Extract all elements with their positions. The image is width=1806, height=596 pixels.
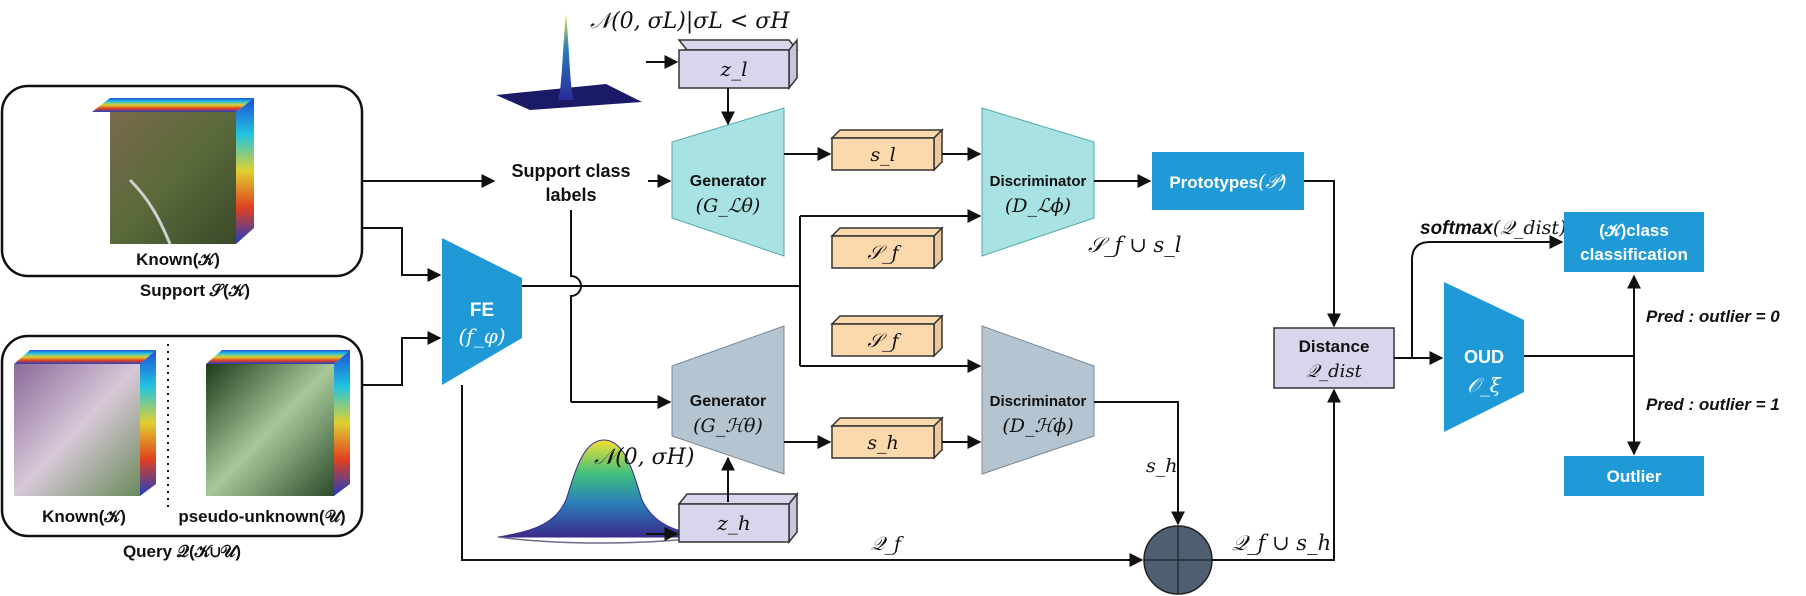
sf-union-sl-label: 𝒮_f ∪ s_l [1088, 233, 1181, 257]
query-caption: Query 𝒬(𝒦∪𝒰) [123, 542, 241, 561]
fe-sub: (f_φ) [458, 324, 505, 348]
support-known-label: Known(𝒦) [136, 250, 220, 269]
s-low-label: s_l [870, 144, 895, 166]
support-hsi-cube [92, 98, 254, 245]
class-classification-line1: (𝒦)class [1599, 221, 1669, 240]
fe-title: FE [470, 300, 494, 321]
oud-block [1444, 282, 1524, 432]
class-classification-box [1564, 212, 1704, 272]
z-high-box [677, 491, 799, 545]
softmax-text: softmax(𝒬_dist) [1420, 217, 1566, 239]
generator-low-sub: (G_ℒθ) [696, 195, 761, 217]
s-low-box [830, 128, 944, 172]
support-class-labels-line2: labels [545, 185, 596, 205]
prototypes-symbol: (𝒫) [1258, 171, 1287, 193]
noise-high-label: 𝒩(0, σH) [594, 445, 694, 470]
oud-sub: 𝒪_ξ [1467, 373, 1502, 397]
s-high-label: s_h [867, 432, 899, 454]
generator-high-sub: (G_ℋθ) [693, 415, 763, 437]
connectors [362, 55, 1641, 567]
z-high-label: z_h [716, 511, 750, 535]
prototypes-label: Prototypes [1169, 173, 1258, 192]
feature-extractor-block [442, 238, 522, 385]
softmax-label: softmax [1420, 218, 1494, 239]
query-pseudo-unknown-label: pseudo-unknown(𝒰) [178, 507, 345, 526]
s-high-box [830, 416, 944, 460]
combine-node [1143, 525, 1213, 595]
discriminator-low-block [981, 107, 1095, 257]
query-known-hsi-cube [14, 350, 156, 496]
s-f-box-1 [830, 226, 944, 270]
prototypes-box [1152, 152, 1304, 210]
low-variance-noise-plot [496, 14, 642, 110]
query-known-label: Known(𝒦) [42, 507, 126, 526]
s-high-edge-label: s_h [1146, 455, 1178, 477]
discriminator-high-sub: (D_ℋϕ) [1002, 415, 1073, 437]
generator-high-block [671, 325, 785, 475]
support-class-labels-line1: Support class [511, 161, 630, 181]
support-caption: Support 𝒮(𝒦) [140, 281, 250, 300]
generator-low-title: Generator [690, 173, 766, 190]
outlier-box [1564, 456, 1704, 496]
noise-low-label: 𝒩(0, σL)|σL < σH [590, 9, 790, 34]
pred-outlier-0-label: Pred : outlier = 0 [1646, 307, 1780, 326]
qf-union-sh-label: 𝒬_f ∪ s_h [1232, 531, 1331, 555]
s-f-box-2 [830, 314, 944, 358]
oud-title: OUD [1464, 347, 1504, 367]
q-f-label: 𝒬_f [871, 533, 904, 555]
prototypes-text: Prototypes(𝒫) [1169, 171, 1286, 193]
pred-outlier-1-label: Pred : outlier = 1 [1646, 395, 1780, 414]
s-f-label-1: 𝒮_f [867, 242, 901, 264]
query-pseudo-unknown-hsi-cube [206, 350, 350, 496]
discriminator-low-sub: (D_ℒϕ) [1005, 195, 1071, 217]
s-f-label-2: 𝒮_f [867, 330, 901, 352]
distance-title: Distance [1299, 337, 1370, 356]
discriminator-high-block [981, 325, 1095, 475]
z-low-box [677, 37, 799, 91]
softmax-arg: (𝒬_dist) [1493, 217, 1567, 239]
generator-low-block [671, 107, 785, 257]
discriminator-low-title: Discriminator [990, 173, 1087, 190]
discriminator-high-title: Discriminator [990, 393, 1087, 410]
generator-high-title: Generator [690, 393, 766, 410]
outlier-label: Outlier [1607, 467, 1662, 486]
z-low-label: z_l [720, 57, 748, 81]
class-classification-line2: classification [1580, 245, 1688, 264]
distance-sub: 𝒬_dist [1306, 361, 1362, 382]
